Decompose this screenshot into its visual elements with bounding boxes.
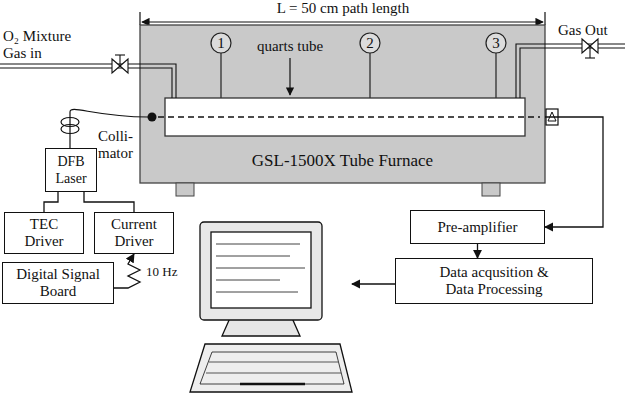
part-label: quarts tube [240,38,340,55]
sawtooth-signal [114,254,140,288]
laser-box: DFB Laser [45,148,97,192]
driver-box: TEC Driver [4,212,84,254]
driver-box: Current Driver [94,212,174,254]
thermocouple-port [211,33,506,98]
node-text: GSL-1500X Tube Furnace [252,152,433,169]
laser-beam [158,116,540,118]
connector [44,192,58,212]
dimension-label: L = 50 cm path length [233,0,453,17]
data-arrow [352,283,395,284]
node-text: Pre-amplifier [438,219,518,236]
node-text: DFB Laser [50,153,92,187]
callout-number: 3 [486,35,506,52]
connector [477,244,478,258]
gas-label: O₂ Mixture Gas in [3,28,95,62]
furnace-foot [482,183,500,196]
collimator [148,113,157,122]
frequency-label: 10 Hz [146,263,177,280]
signal-board-box: Digital Signal Board [2,262,114,304]
connector [84,192,134,212]
part-label: Colli- mator [98,128,144,162]
gas-pipe [516,39,625,98]
furnace-foot [176,183,194,196]
callout-number: 2 [360,35,380,52]
furnace-body [140,25,545,183]
node-text: Data acqusition & Data Processing [429,264,559,298]
fiber-coil [61,118,79,127]
gas-pipe [0,55,176,98]
gas-label: Gas Out [558,22,622,39]
computer-icon [190,222,352,392]
connector [545,117,603,227]
processing-box: Data acqusition & Data Processing [395,258,593,304]
pointer-arrow [289,58,290,95]
furnace-label: GSL-1500X Tube Furnace [140,25,545,183]
node-text: Digital Signal Board [16,266,100,300]
node-text: TEC Driver [14,216,74,250]
node-text: Current Driver [104,216,164,250]
callout-number: 1 [211,35,231,52]
amplifier-box: Pre-amplifier [410,210,545,244]
